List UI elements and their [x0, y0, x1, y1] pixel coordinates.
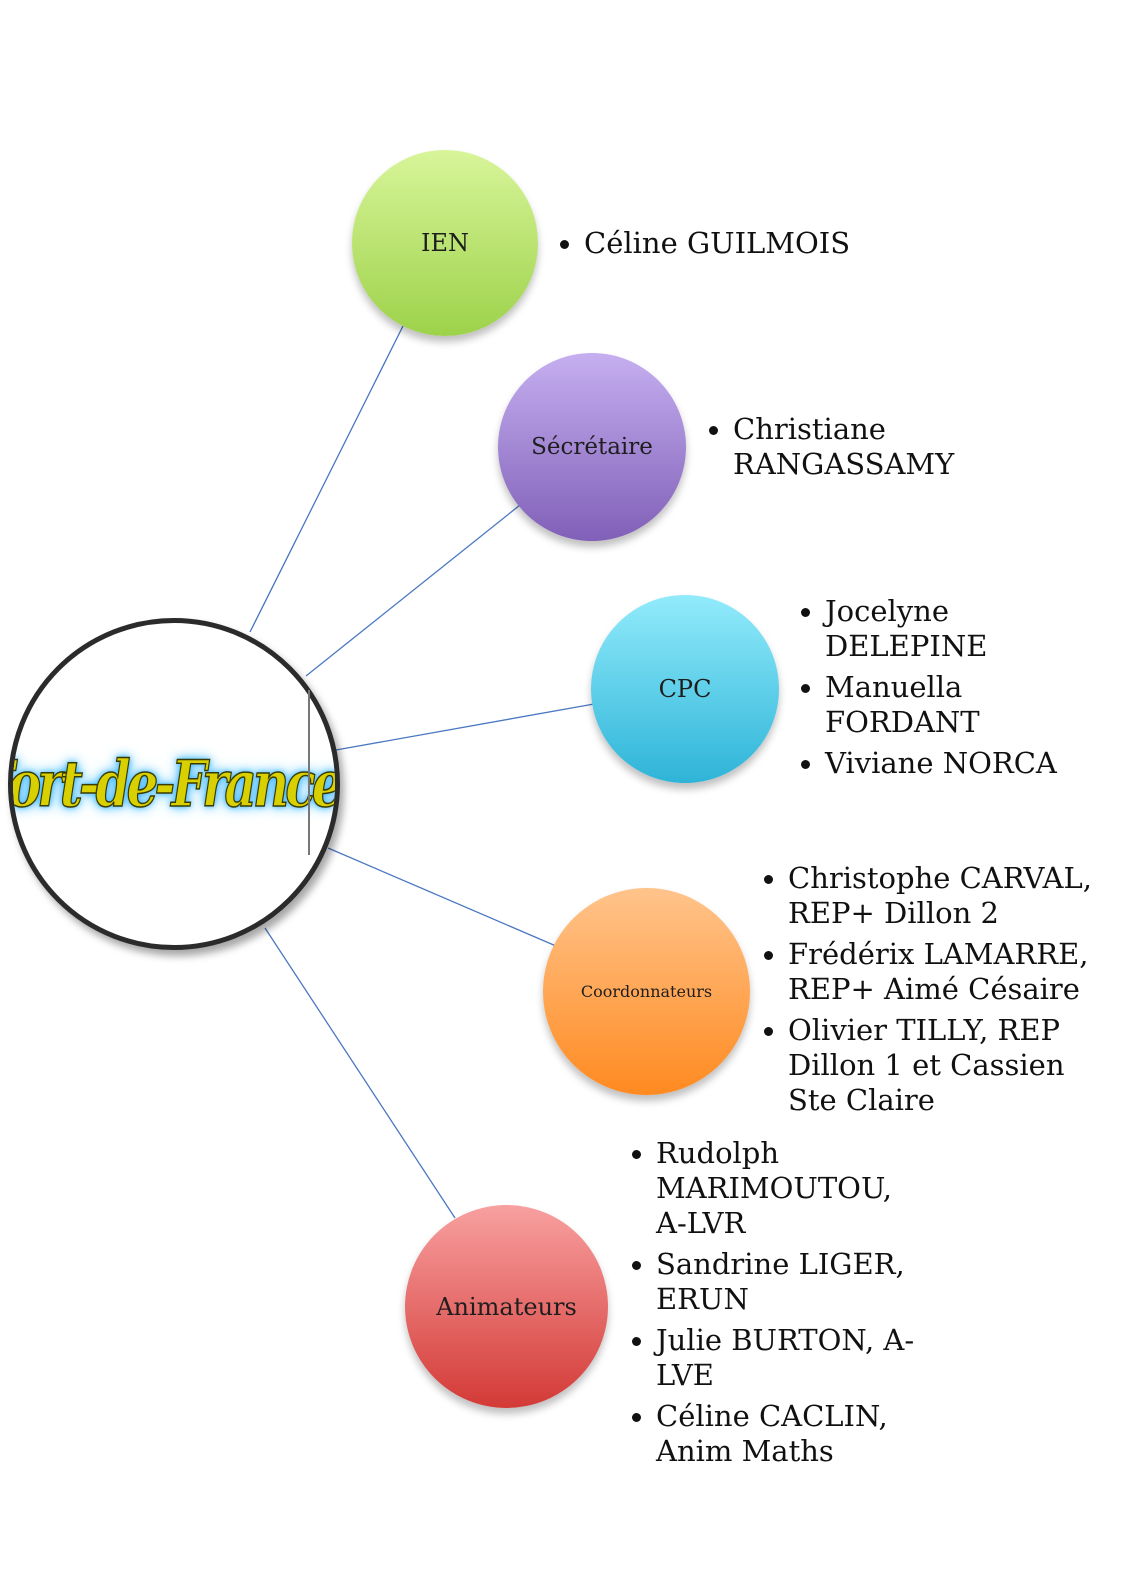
connector-coordonnateurs — [327, 847, 557, 947]
secretaire-member-list: Christiane RANGASSAMY — [705, 412, 965, 488]
list-item: Manuella FORDANT — [797, 670, 1077, 740]
node-coordonnateurs-label: Coordonnateurs — [580, 982, 713, 1001]
list-item: Sandrine LIGER, ERUN — [628, 1247, 918, 1317]
node-secretaire-label: Sécrétaire — [531, 434, 653, 460]
node-animateurs-label: Animateurs — [436, 1292, 577, 1321]
node-ien-label: IEN — [421, 229, 469, 257]
connector-cpc — [335, 703, 595, 751]
cpc-member-list: Jocelyne DELEPINE Manuella FORDANT Vivia… — [797, 594, 1077, 787]
connector-secretaire — [305, 504, 521, 677]
list-item: Christophe CARVAL, REP+ Dillon 2 — [760, 861, 1100, 931]
list-item: Céline CACLIN, Anim Maths — [628, 1399, 918, 1469]
list-item: Frédérix LAMARRE, REP+ Aimé Césaire — [760, 937, 1100, 1007]
node-animateurs: Animateurs — [405, 1205, 608, 1408]
list-item: Jocelyne DELEPINE — [797, 594, 1077, 664]
node-ien: IEN — [352, 150, 538, 336]
connector-ien — [249, 325, 404, 633]
list-item: Rudolph MARIMOUTOU, A-LVR — [628, 1136, 918, 1241]
hub-logo-text: Fort-de-France 1 — [8, 746, 340, 823]
node-cpc: CPC — [591, 595, 779, 783]
animateurs-member-list: Rudolph MARIMOUTOU, A-LVR Sandrine LIGER… — [628, 1136, 918, 1475]
hub-logo-edge — [308, 690, 310, 855]
ien-member-list: Céline GUILMOIS — [556, 226, 886, 267]
list-item: Olivier TILLY, REP Dillon 1 et Cassien S… — [760, 1013, 1100, 1118]
list-item: Viviane NORCA — [797, 746, 1077, 781]
node-cpc-label: CPC — [658, 675, 712, 703]
connector-animateurs — [264, 927, 456, 1219]
hub-circle: Fort-de-France 1 — [8, 618, 340, 950]
list-item: Christiane RANGASSAMY — [705, 412, 965, 482]
list-item: Julie BURTON, A-LVE — [628, 1323, 918, 1393]
node-coordonnateurs: Coordonnateurs — [543, 888, 750, 1095]
list-item: Céline GUILMOIS — [556, 226, 886, 261]
node-secretaire: Sécrétaire — [498, 353, 686, 541]
coordonnateurs-member-list: Christophe CARVAL, REP+ Dillon 2 Frédéri… — [760, 861, 1100, 1124]
